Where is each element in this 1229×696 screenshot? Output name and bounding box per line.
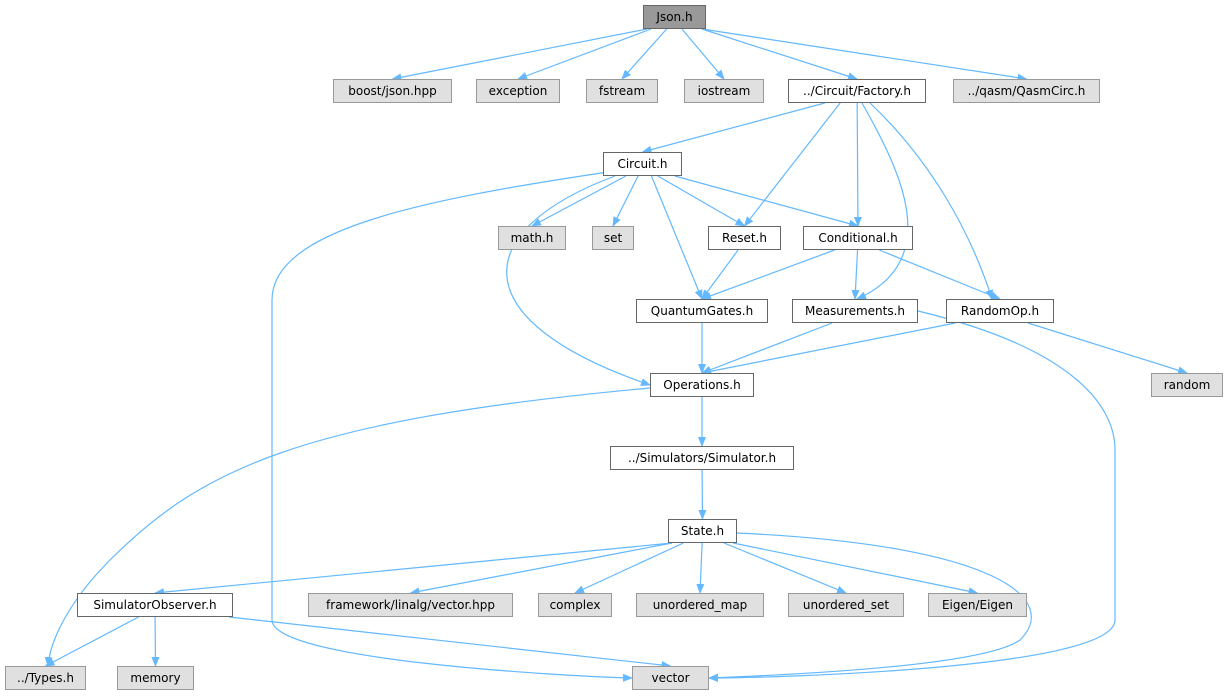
node-complex: complex <box>538 593 612 617</box>
edge-operations-to-types <box>44 387 651 667</box>
edge-state-to-complex <box>574 542 684 594</box>
node-state[interactable]: State.h <box>668 519 737 543</box>
edge-json-to-factory <box>701 28 858 81</box>
edge-circuit-to-math <box>531 175 627 227</box>
node-iostream: iostream <box>684 79 764 103</box>
edge-measurements-to-operations <box>701 322 833 374</box>
node-conditional[interactable]: Conditional.h <box>803 226 913 250</box>
edge-circuit-to-quantumgates <box>650 175 703 300</box>
edge-json-to-fstream <box>621 28 668 80</box>
node-reset[interactable]: Reset.h <box>708 226 781 250</box>
edge-circuit-to-operations <box>506 175 651 386</box>
edge-measurements-to-vector <box>708 310 1116 682</box>
edge-state-to-observer <box>154 542 673 597</box>
edge-json-to-iostream <box>681 28 725 80</box>
edge-circuit-to-conditional <box>674 175 859 228</box>
edge-conditional-to-randomop <box>879 249 1001 300</box>
edge-json-to-boostjson <box>391 28 648 82</box>
node-memory: memory <box>117 666 194 690</box>
edge-reset-to-quantumgates <box>701 249 739 300</box>
node-json: Json.h <box>643 5 706 29</box>
node-linalgvector: framework/linalg/vector.hpp <box>308 593 513 617</box>
edge-state-to-umap <box>696 542 705 594</box>
node-observer[interactable]: SimulatorObserver.h <box>77 593 233 617</box>
node-quantumgates[interactable]: QuantumGates.h <box>636 299 768 323</box>
edge-conditional-to-measurements <box>851 249 860 300</box>
edge-factory-to-conditional <box>853 102 862 227</box>
edge-json-to-exception <box>517 28 652 80</box>
node-random: random <box>1151 373 1223 397</box>
node-simulator[interactable]: ../Simulators/Simulator.h <box>610 446 794 470</box>
node-set: set <box>592 226 634 250</box>
edge-state-to-eigen <box>732 542 979 596</box>
edge-circuit-to-reset <box>657 175 746 227</box>
node-vector: vector <box>632 666 709 690</box>
node-measurements[interactable]: Measurements.h <box>792 299 918 323</box>
edge-json-to-qasmcirc <box>701 28 1028 82</box>
edge-factory-to-measurements <box>856 102 909 300</box>
node-fstream: fstream <box>586 79 658 103</box>
edge-circuit-to-set <box>612 175 639 227</box>
node-math: math.h <box>498 226 566 250</box>
edge-factory-to-circuit <box>641 102 825 154</box>
node-boostjson: boost/json.hpp <box>333 79 452 103</box>
edge-observer-to-vector <box>228 616 672 669</box>
node-operations[interactable]: Operations.h <box>650 373 754 397</box>
edge-factory-to-randomop <box>869 102 994 300</box>
edge-state-to-uset <box>723 542 847 594</box>
node-qasmcirc: ../qasm/QasmCirc.h <box>953 79 1100 103</box>
edge-randomop-to-operations <box>701 322 956 376</box>
node-factory[interactable]: ../Circuit/Factory.h <box>788 79 926 103</box>
node-randomop[interactable]: RandomOp.h <box>946 299 1054 323</box>
node-types: ../Types.h <box>5 666 86 690</box>
edge-state-to-vector <box>708 532 1032 682</box>
edge-observer-to-types <box>44 616 139 667</box>
edge-conditional-to-quantumgates <box>701 249 835 300</box>
edge-factory-to-reset <box>743 102 841 227</box>
edge-randomop-to-random <box>1027 322 1188 375</box>
node-eigen: Eigen/Eigen <box>928 593 1027 617</box>
node-uset: unordered_set <box>788 593 904 617</box>
node-exception: exception <box>476 79 560 103</box>
node-umap: unordered_map <box>636 593 764 617</box>
edge-state-to-linalgvector <box>409 542 673 596</box>
edge-circuit-to-vector <box>271 171 633 682</box>
node-circuit[interactable]: Circuit.h <box>603 152 682 176</box>
